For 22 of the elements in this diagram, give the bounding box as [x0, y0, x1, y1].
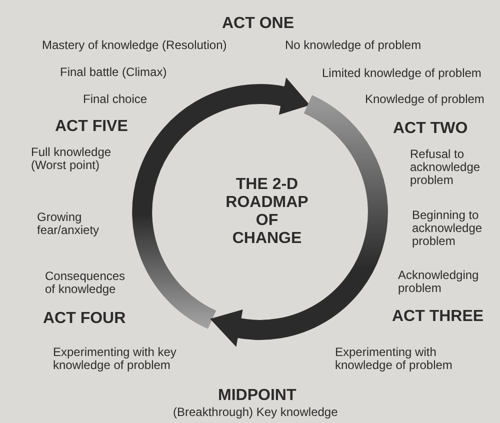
section-heading: ACT FIVE — [55, 118, 128, 136]
stage-label: Experimenting with knowledge of problem — [335, 346, 454, 372]
stage-label: Refusal to acknowledge problem — [410, 148, 482, 187]
section-heading: ACT ONE — [222, 15, 294, 33]
stage-label: Beginning to acknowledge problem — [412, 209, 484, 248]
stage-label: Mastery of knowledge (Resolution) — [42, 39, 227, 52]
stage-label: Experimenting with key knowledge of problem — [53, 346, 178, 372]
stage-label: Limited knowledge of problem — [322, 67, 482, 80]
stage-label: Growing fear/anxiety — [37, 211, 100, 237]
section-heading: ACT FOUR — [43, 310, 126, 328]
stage-label: Final battle (Climax) — [60, 66, 167, 79]
stage-label: Full knowledge (Worst point) — [31, 146, 112, 172]
stage-label: No knowledge of problem — [285, 39, 422, 52]
stage-label: Final choice — [83, 93, 148, 106]
stage-label: Consequences of knowledge — [45, 270, 126, 296]
stage-label: (Breakthrough) Key knowledge — [173, 406, 338, 419]
diagram-title: THE 2-D ROADMAP OF CHANGE — [224, 176, 310, 248]
section-heading: MIDPOINT — [218, 387, 296, 405]
stage-label: Acknowledging problem — [398, 269, 480, 295]
section-heading: ACT THREE — [392, 308, 484, 326]
section-heading: ACT TWO — [393, 120, 468, 138]
stage-label: Knowledge of problem — [365, 93, 484, 106]
